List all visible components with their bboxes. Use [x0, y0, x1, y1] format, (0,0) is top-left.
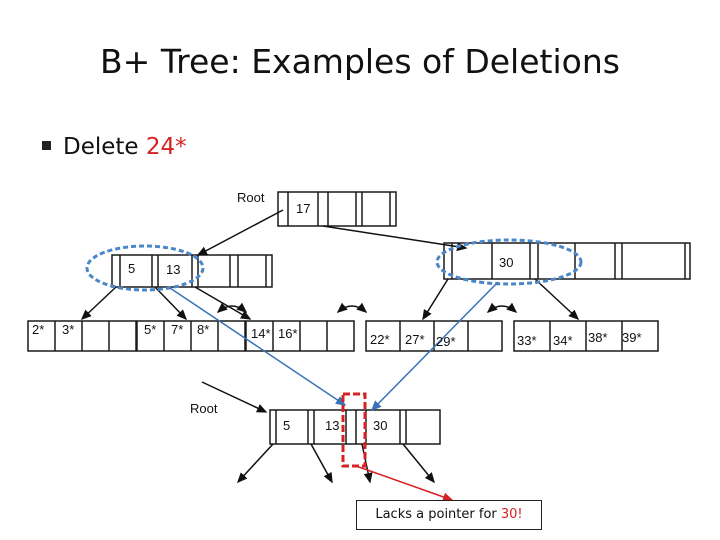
missing-pointer-highlight [341, 392, 367, 468]
leaf-3-key-2: 16* [278, 326, 298, 341]
edge-left-leaf3 [194, 286, 252, 320]
leaf-2 [136, 320, 246, 352]
merge-line-left [169, 287, 347, 406]
left-node-key-2: 13 [166, 262, 181, 277]
merged-key-3: 30 [373, 418, 388, 433]
edge-left-leaf1 [80, 286, 117, 321]
leaf-3-key-1: 14* [251, 326, 271, 341]
right-node-key-1: 30 [499, 255, 514, 270]
merged-key-2: 13 [325, 418, 340, 433]
leaf-5-key-3: 38* [588, 330, 608, 345]
bullet-point: Delete 24* [42, 134, 187, 160]
callout-box: Lacks a pointer for 30! [356, 500, 542, 530]
leaf-5-key-4: 39* [622, 330, 642, 345]
bullet-icon [42, 141, 51, 150]
edge-left-leaf2 [154, 286, 188, 321]
merged-key-1: 5 [283, 418, 291, 433]
sibling-link-1 [216, 302, 248, 313]
leaf-1 [27, 320, 137, 352]
callout-text: Lacks a pointer for [375, 507, 501, 522]
leaf-4 [365, 320, 503, 352]
edge-merged-2 [310, 443, 333, 484]
right-internal-node [443, 242, 691, 280]
root-node [277, 191, 397, 227]
leaf-5 [513, 320, 659, 352]
bullet-key: 24* [145, 134, 187, 160]
callout-arrow [355, 465, 454, 502]
edge-right-leaf4 [422, 278, 449, 321]
sibling-link-3 [486, 302, 518, 313]
leaf-4-key-2: 27* [405, 332, 425, 347]
leaf-3 [245, 320, 355, 352]
leaf-5-key-1: 33* [517, 333, 537, 348]
edge-root2-merged [201, 381, 268, 413]
edge-merged-1 [236, 443, 274, 484]
slide-title: B+ Tree: Examples of Deletions [100, 42, 620, 81]
left-node-key-1: 5 [128, 261, 136, 276]
leaf-4-key-3: 29* [436, 334, 456, 349]
leaf-5-key-2: 34* [553, 333, 573, 348]
leaf-4-key-1: 22* [370, 332, 390, 347]
sibling-link-2 [336, 302, 368, 313]
edge-right-leaf5 [534, 278, 580, 321]
merged-node [269, 409, 441, 445]
bullet-text: Delete [63, 134, 146, 160]
edge-merged-4 [402, 443, 435, 484]
edge-root-right [322, 225, 468, 252]
ellipse-right-node [435, 238, 583, 286]
root-label: Root [237, 190, 265, 205]
merge-line-right [370, 281, 499, 412]
ellipse-left-node [85, 244, 205, 292]
callout-value: 30! [500, 507, 523, 522]
merged-root-label: Root [190, 401, 218, 416]
leaf-2-key-1: 5* [144, 322, 157, 337]
leaf-2-key-2: 7* [171, 322, 184, 337]
root-key: 17 [296, 201, 311, 216]
edge-root-left [196, 209, 284, 256]
leaf-1-key-2: 3* [62, 322, 75, 337]
leaf-2-key-3: 8* [197, 322, 210, 337]
leaf-1-key-1: 2* [32, 322, 45, 337]
